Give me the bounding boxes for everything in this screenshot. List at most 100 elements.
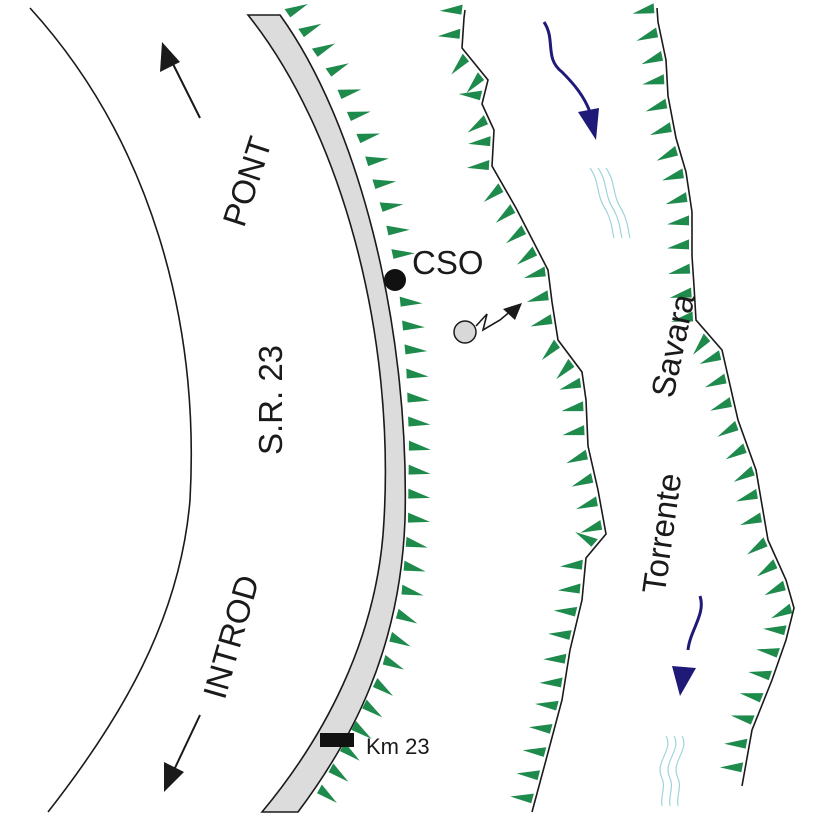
bank-mark [451, 53, 470, 75]
flow-arrow-upper-icon [542, 21, 599, 140]
label-road: S.R. 23 [252, 345, 289, 455]
bank-mark [458, 90, 483, 101]
bank-mark [693, 333, 711, 355]
bank-mark [645, 98, 668, 112]
bank-mark [399, 296, 423, 307]
bank-mark [403, 560, 426, 572]
bank-mark [560, 559, 583, 570]
bank-mark [710, 397, 732, 411]
bank-mark [642, 74, 665, 85]
bank-mark [408, 440, 431, 451]
bank-mark [346, 111, 371, 122]
bank-mark [317, 784, 337, 803]
label-introd: INTROD [196, 571, 266, 703]
cso-marker-icon [384, 269, 406, 291]
bank-mark [506, 225, 527, 244]
bank-mark [365, 156, 389, 167]
bank-mark [284, 4, 308, 18]
bank-mark [671, 311, 694, 322]
bank-mark [522, 747, 547, 757]
river-right-bank-marks [632, 3, 793, 773]
bank-mark [528, 724, 553, 734]
bank-mark [740, 512, 762, 526]
embankment-bank-marks [284, 4, 431, 803]
bank-mark [756, 648, 780, 658]
bank-mark [483, 183, 504, 203]
bank-mark [402, 320, 425, 331]
bank-mark [548, 630, 572, 640]
bank-mark [408, 488, 431, 499]
bank-mark [439, 4, 463, 15]
label-km: Km 23 [366, 734, 430, 759]
river-bank-left [461, 9, 607, 813]
bank-mark [535, 700, 559, 711]
bank-mark [756, 559, 778, 577]
bank-mark [571, 473, 594, 487]
bank-mark [717, 420, 739, 437]
bank-mark [530, 314, 553, 327]
bank-mark [328, 763, 349, 782]
bank-mark [739, 693, 764, 703]
bank-mark [466, 160, 490, 171]
bank-mark [561, 401, 584, 412]
bank-mark [401, 584, 424, 596]
bank-mark [557, 583, 581, 594]
bank-mark [748, 670, 773, 681]
bank-mark [516, 770, 541, 781]
bank-mark [407, 392, 430, 403]
bank-mark [437, 28, 461, 39]
bank-mark [770, 603, 793, 619]
bank-mark [730, 715, 755, 725]
river-bank-right [656, 7, 795, 787]
bank-mark [747, 537, 768, 555]
bank-mark [641, 50, 664, 65]
bank-mark [650, 122, 672, 136]
bank-mark [391, 249, 415, 259]
bank-mark [559, 377, 582, 390]
bank-mark [667, 239, 689, 250]
bank-mark [467, 115, 489, 133]
bank-mark [556, 358, 575, 380]
road-edge-outer [29, 7, 193, 813]
bank-mark [736, 488, 758, 502]
bank-mark [298, 23, 322, 38]
water-ripple-upper-icon [589, 167, 631, 239]
bank-mark [406, 368, 429, 379]
bank-mark [669, 287, 692, 298]
road-shoulder [246, 14, 407, 813]
bank-mark [636, 27, 659, 41]
bank-mark [724, 738, 748, 749]
bank-mark [539, 677, 563, 688]
bank-mark [668, 263, 691, 275]
bank-mark [667, 215, 689, 226]
bank-mark [351, 720, 372, 739]
bank-mark [404, 344, 428, 355]
bank-mark [699, 350, 722, 364]
bank-mark [495, 204, 516, 223]
bank-mark [576, 496, 598, 510]
bank-mark [405, 536, 428, 548]
label-torrente: Torrente [635, 471, 688, 596]
bank-mark [382, 654, 405, 670]
bank-mark [372, 678, 394, 696]
bank-mark [553, 606, 578, 617]
bank-mark [562, 425, 585, 436]
bank-mark [541, 339, 561, 361]
bank-mark [510, 793, 534, 804]
river-left-bank-marks [437, 4, 603, 804]
label-pont: PONT [215, 132, 279, 231]
bank-mark [543, 653, 567, 664]
bank-mark [575, 531, 598, 547]
bank-mark [386, 225, 410, 236]
bank-mark [763, 625, 787, 636]
bank-mark [362, 699, 383, 718]
bank-mark [656, 145, 679, 161]
bank-mark [566, 449, 588, 464]
bank-mark [395, 608, 418, 624]
bank-mark [764, 580, 786, 596]
bank-mark [356, 133, 381, 144]
bank-mark [466, 72, 485, 94]
bank-mark [580, 519, 603, 533]
flow-arrow-lower-icon [672, 595, 703, 696]
